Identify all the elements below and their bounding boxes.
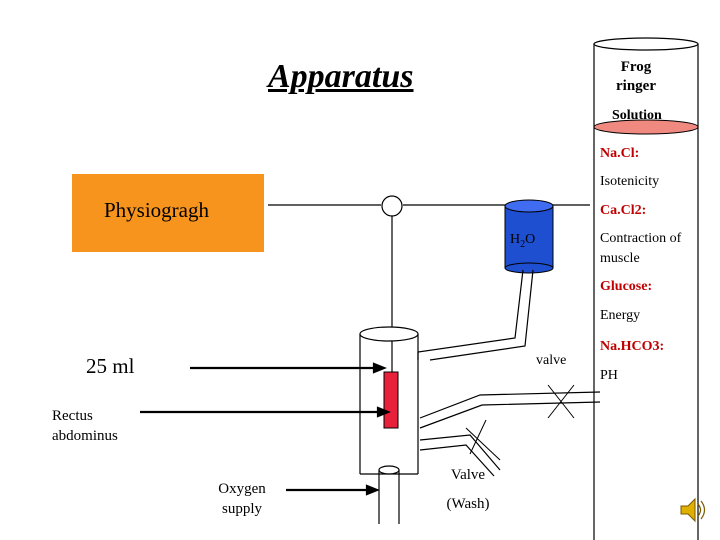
- valve-wash-label: Valve (Wash): [440, 461, 496, 519]
- physiograph-label: Physiogragh: [104, 198, 209, 222]
- oxygen-line2: supply: [221, 501, 262, 517]
- organ-bath: [359, 326, 419, 475]
- isotonicity-label: Isotenicity: [600, 174, 660, 189]
- nacl-label: Na.Cl:: [600, 146, 640, 161]
- contraction-label-line2: muscle: [600, 251, 640, 266]
- contraction-label-line1: Contraction of: [600, 231, 682, 246]
- valve-marks: [465, 384, 575, 461]
- rectus-label: Rectus abdominus: [52, 406, 118, 446]
- h2o-sub: 2: [520, 238, 526, 250]
- frog-ringer-line1: Frog: [620, 59, 652, 75]
- frog-ringer-label: Frog ringer: [600, 58, 672, 96]
- oxygen-label: Oxygen supply: [212, 479, 272, 519]
- arrows: [140, 362, 391, 496]
- nahco3-label: Na.HCO3:: [600, 339, 665, 354]
- h2o-bottle: [504, 199, 554, 274]
- h2o-label: H2O: [510, 232, 535, 250]
- valve-wash-line1: Valve: [450, 467, 486, 483]
- solution-label: Solution: [612, 108, 662, 123]
- ph-label: PH: [600, 368, 618, 383]
- rectus-line2: abdominus: [52, 428, 118, 444]
- h2o-main: H: [510, 232, 521, 247]
- page-title: Apparatus: [268, 58, 414, 95]
- cacl2-label: Ca.Cl2:: [600, 203, 647, 218]
- oxygen-line1: Oxygen: [218, 481, 266, 497]
- h2o-tail: O: [525, 232, 536, 247]
- valve-wash-line2: (Wash): [446, 496, 490, 512]
- rectus-line1: Rectus: [52, 408, 93, 424]
- speaker-icon[interactable]: [680, 497, 706, 523]
- energy-label: Energy: [600, 308, 641, 323]
- volume-label: 25 ml: [86, 354, 135, 378]
- valve-label: valve: [536, 353, 567, 368]
- physiograph-box: [72, 174, 264, 252]
- pulley-wheel: [381, 195, 403, 217]
- frog-ringer-cylinder: [593, 37, 699, 540]
- rectus-muscle: [383, 371, 399, 429]
- frog-ringer-line2: ringer: [616, 78, 656, 94]
- water-tube: [417, 269, 534, 361]
- oxygen-tube: [378, 465, 400, 524]
- glucose-label: Glucose:: [600, 279, 653, 294]
- drain-tubes: [419, 391, 601, 477]
